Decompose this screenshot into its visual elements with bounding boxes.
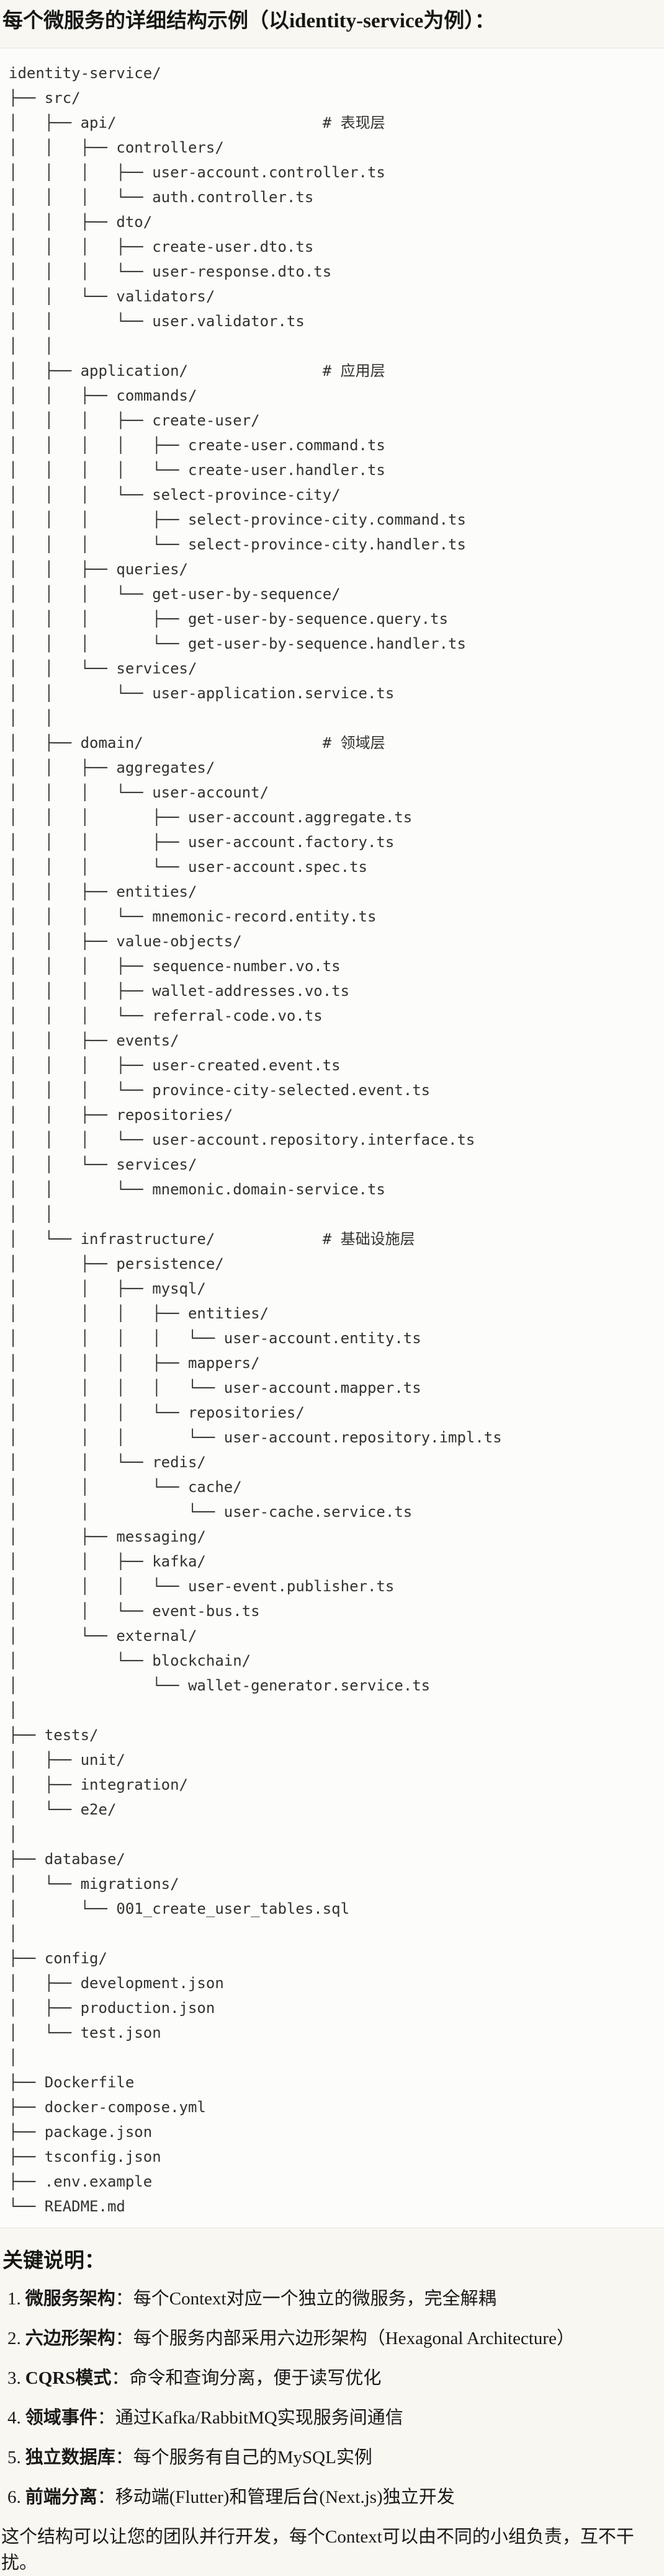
note-number: 1.: [7, 2289, 21, 2309]
key-notes-section: 关键说明： 1.微服务架构：每个Context对应一个独立的微服务，完全解耦 2…: [1, 2248, 664, 2576]
note-term: 微服务架构: [25, 2289, 115, 2309]
closing-paragraph: 这个结构可以让您的团队并行开发，每个Context可以由不同的小组负责，互不干扰…: [1, 2527, 634, 2573]
note-desc: ：命令和查询分离，便于读写优化: [111, 2368, 382, 2388]
note-item-3: 3.CQRS模式：命令和查询分离，便于读写优化: [7, 2365, 664, 2391]
note-item-4: 4.领域事件：通过Kafka/RabbitMQ实现服务间通信: [7, 2405, 664, 2431]
note-desc: ：每个Context对应一个独立的微服务，完全解耦: [115, 2289, 496, 2309]
note-item-6: 6.前端分离：移动端(Flutter)和管理后台(Next.js)独立开发: [7, 2484, 664, 2510]
note-term: 领域事件: [25, 2408, 97, 2428]
note-number: 5.: [7, 2448, 21, 2467]
note-item-1: 1.微服务架构：每个Context对应一个独立的微服务，完全解耦: [7, 2286, 664, 2312]
note-desc: ：通过Kafka/RabbitMQ实现服务间通信: [97, 2408, 403, 2428]
note-item-2: 2.六边形架构：每个服务内部采用六边形架构（Hexagonal Architec…: [7, 2325, 664, 2352]
directory-tree-code-block: identity-service/ ├── src/ │ ├── api/ # …: [0, 48, 664, 2228]
note-term: 前端分离: [25, 2487, 97, 2507]
note-term: 独立数据库: [25, 2448, 115, 2467]
note-number: 3.: [7, 2368, 21, 2388]
note-term: 六边形架构: [25, 2329, 115, 2348]
note-number: 6.: [7, 2487, 21, 2507]
note-desc: ：移动端(Flutter)和管理后台(Next.js)独立开发: [97, 2487, 455, 2507]
notes-list: 1.微服务架构：每个Context对应一个独立的微服务，完全解耦 2.六边形架构…: [1, 2286, 664, 2510]
notes-heading: 关键说明：: [2, 2250, 105, 2272]
note-desc: ：每个服务内部采用六边形架构（Hexagonal Architecture）: [115, 2329, 575, 2348]
note-desc: ：每个服务有自己的MySQL实例: [115, 2448, 372, 2467]
note-number: 2.: [7, 2329, 21, 2348]
page-title: 每个微服务的详细结构示例（以identity-service为例）：: [2, 10, 495, 32]
note-number: 4.: [7, 2408, 21, 2428]
note-item-5: 5.独立数据库：每个服务有自己的MySQL实例: [7, 2445, 664, 2471]
directory-tree-text: identity-service/ ├── src/ │ ├── api/ # …: [9, 64, 502, 2215]
note-term: CQRS模式: [25, 2368, 112, 2388]
